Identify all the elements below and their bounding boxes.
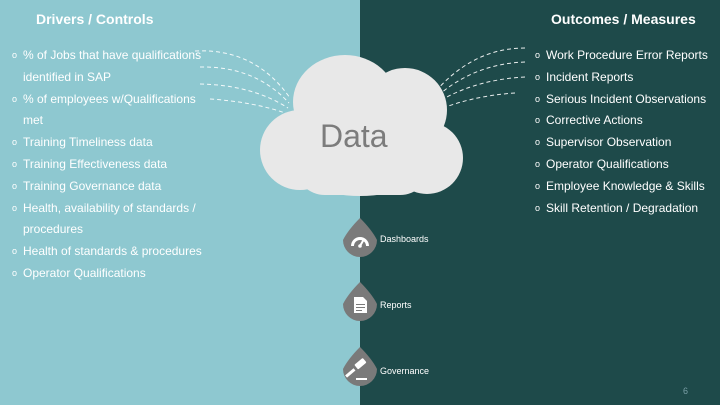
outcomes-list: Work Procedure Error Reports Incident Re… (535, 45, 720, 219)
drop-governance[interactable] (343, 347, 377, 386)
drivers-controls-heading: Drivers / Controls (36, 11, 154, 27)
gavel-icon (345, 358, 367, 380)
outcome-item: Serious Incident Observations (535, 89, 720, 111)
outcomes-measures-heading: Outcomes / Measures (551, 11, 696, 27)
data-label: Data (320, 118, 388, 154)
document-icon (354, 297, 367, 313)
driver-item: % of Jobs that have qualifications ident… (12, 45, 217, 89)
driver-item: Health of standards & procedures (12, 241, 217, 263)
cloud-shape (260, 55, 463, 196)
page-number: 6 (682, 386, 688, 396)
driver-item: Health, availability of standards / proc… (12, 198, 217, 242)
drop-dashboards[interactable] (343, 218, 377, 257)
outcome-item: Employee Knowledge & Skills (535, 176, 720, 198)
driver-item: Training Governance data (12, 176, 217, 198)
outcome-item: Operator Qualifications (535, 154, 720, 176)
drivers-list: % of Jobs that have qualifications ident… (12, 45, 217, 285)
drop-reports[interactable] (343, 282, 377, 321)
outcome-item: Incident Reports (535, 67, 720, 89)
outcome-item: Corrective Actions (535, 110, 720, 132)
reports-label[interactable]: Reports (380, 300, 412, 310)
gauge-icon (351, 237, 369, 248)
driver-item: Training Effectiveness data (12, 154, 217, 176)
outcome-item: Supervisor Observation (535, 132, 720, 154)
governance-label[interactable]: Governance (380, 366, 430, 376)
driver-item: % of employees w/Qualifications met (12, 89, 217, 133)
outcome-item: Work Procedure Error Reports (535, 45, 720, 67)
dashboards-label[interactable]: Dashboards (380, 234, 429, 244)
driver-item: Operator Qualifications (12, 263, 217, 285)
driver-item: Training Timeliness data (12, 132, 217, 154)
outcome-item: Skill Retention / Degradation (535, 198, 720, 220)
